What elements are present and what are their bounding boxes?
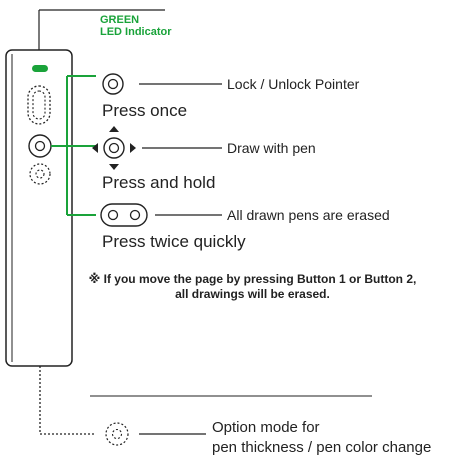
led-label-line1: GREEN <box>100 14 140 26</box>
option-button <box>29 163 51 185</box>
main-button <box>28 134 52 158</box>
single-circle-button-icon <box>102 73 124 95</box>
option-mode-label: Option mode for pen thickness / pen colo… <box>212 418 431 458</box>
main-button-inner <box>34 140 46 152</box>
press-and-hold-label: Press and hold <box>102 173 216 192</box>
lock-unlock-label: Lock / Unlock Pointer <box>227 76 360 92</box>
dotted-oval-inner <box>32 90 46 120</box>
dotted-oval-button <box>27 85 51 125</box>
led-label: GREEN LED Indicator <box>100 14 172 38</box>
green-led <box>32 65 48 72</box>
option-mode-line1: Option mode for <box>212 419 320 436</box>
dotted-circle-button-icon <box>105 422 129 446</box>
led-label-line2: LED Indicator <box>100 26 172 38</box>
erase-note: ※ If you move the page by pressing Butto… <box>60 272 445 302</box>
device-body <box>5 49 73 367</box>
draw-with-pen-label: Draw with pen <box>227 140 316 156</box>
move-arrows-button-icon <box>92 126 136 170</box>
erase-all-label: All drawn pens are erased <box>227 207 390 223</box>
option-button-inner <box>35 169 45 179</box>
double-circle-button-icon <box>100 203 148 227</box>
press-once-label: Press once <box>102 101 188 120</box>
erase-note-line2: all drawings will be erased. <box>175 287 330 301</box>
option-mode-line2: pen thickness / pen color change <box>212 439 432 456</box>
press-twice-label: Press twice quickly <box>102 232 246 251</box>
erase-note-line1: ※ If you move the page by pressing Butto… <box>88 272 417 286</box>
